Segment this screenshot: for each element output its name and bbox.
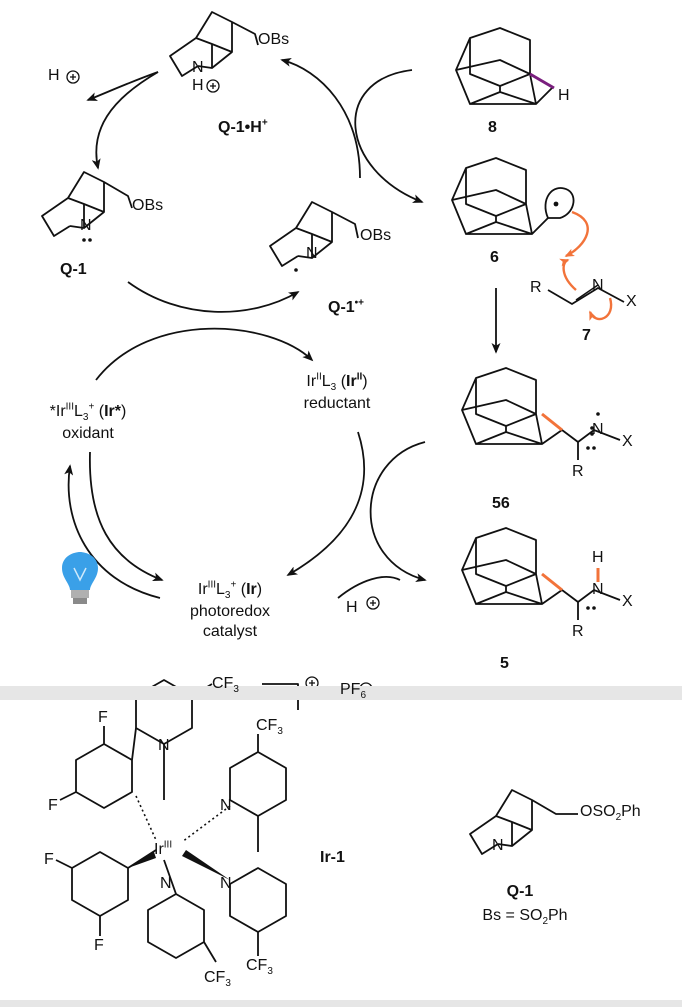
ir-excited-label: *IrIIIL3+ (Ir*) [49,401,127,424]
compound-5-label: 5 [500,655,509,672]
imine-r-label: R [530,279,542,296]
quinuclidine-q1-radical [269,201,359,267]
arrow-radical-cation-to-q1h [280,57,361,179]
q1h-obs-label: OBs [258,31,290,48]
arrow-hplus-in [337,576,401,599]
p56-n-label: N [592,421,604,438]
q1h-n-label: N [192,59,204,76]
p5-n-label: N [592,581,604,598]
quinuclidine-q1 [41,171,133,237]
q1-compound-label: Q-1 [60,261,87,278]
q1-radical-obs-label: OBs [360,227,392,244]
q1-bottom-n-label: N [492,837,504,854]
ir-ground-label: IrIIIL3+ (Ir) [197,579,263,602]
arrow-ir-star-to-ir [89,451,164,581]
lightbulb-icon [62,552,98,604]
arrow-irII-to-ir [286,431,365,576]
cf3-bipy-lower-label: CF3 [246,957,273,978]
q1-radical-cation-label: Q-1•+ [328,297,365,316]
bottom-divider [0,1000,682,1007]
q1-n-label: N [80,217,92,234]
orange-curly-arrow-2 [559,258,577,291]
h-plus-label: H [48,67,60,84]
radical-orbital-lobe [544,187,575,219]
ir-ground-role-1: photoredox [189,603,271,620]
ir-1-label: Ir-1 [320,849,345,866]
p5-r-label: R [572,623,584,640]
arrow-56-to-5 [369,441,427,583]
h-plus-reactant-label: H [346,599,358,616]
q1-obs-label: OBs [132,197,164,214]
ir-reduced-label: IrIIL3 (IrII) [306,371,368,394]
arrow-q1h-to-hplus [86,71,159,101]
bipyridine-ring-lower [229,867,287,956]
adamantane-6 [451,157,549,235]
arrow-q1-to-radical-cation [127,281,300,313]
bs-definition: Bs = SO2Ph [482,907,568,928]
adamantane-h-label: H [558,87,570,104]
compound-7-label: 7 [582,327,591,344]
f-label-1: F [98,709,108,726]
p5-h-label: H [592,549,604,566]
adamantane-5 [461,527,563,605]
f-label-4: F [94,937,104,954]
f-label-3: F [44,851,54,868]
difluorophenyl-ring-upper [59,726,137,809]
cf3-lower-label: CF3 [204,969,231,990]
quinuclidine-q1h [169,11,259,77]
imine-n-label: N [592,277,604,294]
n-label-bipy-lower: N [220,875,232,892]
ir-reduced-role: reductant [303,395,371,412]
ir-ground-role-2: catalyst [202,623,258,640]
p5-x-label: X [622,593,633,610]
cf3-right-label: CF3 [256,717,283,738]
q1-bottom-label: Q-1 [506,883,534,900]
orange-curly-arrow-3 [588,297,613,321]
bipyridine-ring-upper [229,734,287,852]
n-label-upper-pyridine: N [158,737,170,754]
p56-x-label: X [622,433,633,450]
oso2ph-label: OSO2Ph [580,803,641,824]
ir-center-label: IrIII [154,839,173,858]
q1h-compound-label: Q-1•H+ [218,117,268,136]
adamantane-56 [461,367,563,445]
compound-8-label: 8 [488,119,497,136]
compound-6-label: 6 [490,249,499,266]
compound-56-label: 56 [492,495,510,512]
q1-radical-n-label: N [306,245,318,262]
pf6-label: PF6 [340,681,367,702]
plus-circle-icon [66,70,380,690]
arrow-8-to-6 [354,69,424,203]
f-label-2: F [48,797,58,814]
quinuclidine-q1-bottom [469,789,578,855]
orange-curly-arrow-1 [564,210,589,258]
imine-x-label: X [626,293,637,310]
adamantane-8 [455,27,553,105]
n-label-lower-pyridine: N [160,875,172,892]
arrow-ir-to-irII [95,327,314,381]
pyridine-ring-lower [147,859,217,963]
arrow-ir-to-ir-star [64,464,161,599]
difluorophenyl-ring-lower [55,849,157,936]
n-label-bipy-upper: N [220,797,232,814]
arrow-q1h-to-q1 [91,71,159,170]
section-divider [0,686,682,700]
ir-excited-role: oxidant [62,425,114,442]
p56-r-label: R [572,463,584,480]
cf3-upper-label: CF3 [212,675,239,696]
q1h-h-label: H [192,77,204,94]
